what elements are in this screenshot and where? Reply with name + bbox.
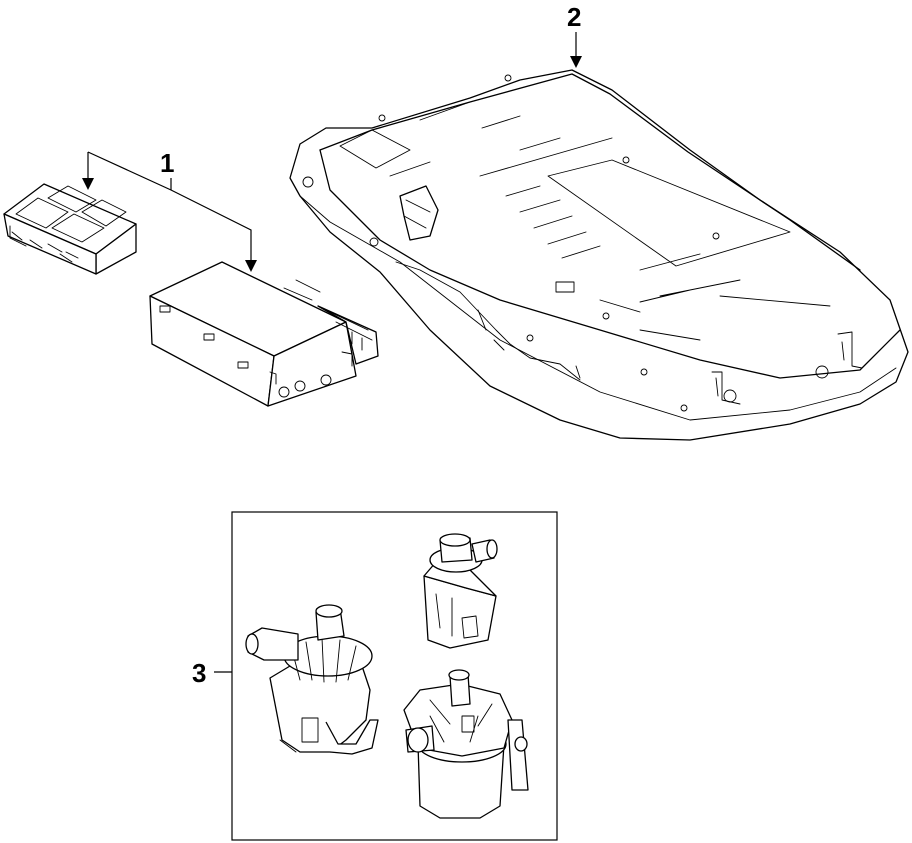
leader-line-1b [87, 151, 252, 262]
callout-1-label: 1 [160, 148, 174, 178]
callout-2-group: 2 [567, 2, 582, 68]
water-pump-icon [403, 669, 529, 819]
callout-3-frame [231, 511, 558, 841]
callout-1-group: 1 [82, 148, 257, 272]
callout-3-group: 3 [192, 511, 558, 841]
water-pump-icon [245, 604, 379, 755]
water-pump-icon [423, 533, 498, 649]
arrowhead-1a [82, 178, 94, 190]
callout-2-label: 2 [567, 2, 581, 32]
callout-3-label: 3 [192, 658, 206, 688]
control-module-icon [3, 183, 137, 275]
arrowhead-1b [245, 260, 257, 272]
arrowhead-2 [570, 56, 582, 68]
control-module-icon [149, 261, 379, 407]
hybrid-battery-pack-icon [289, 69, 909, 441]
